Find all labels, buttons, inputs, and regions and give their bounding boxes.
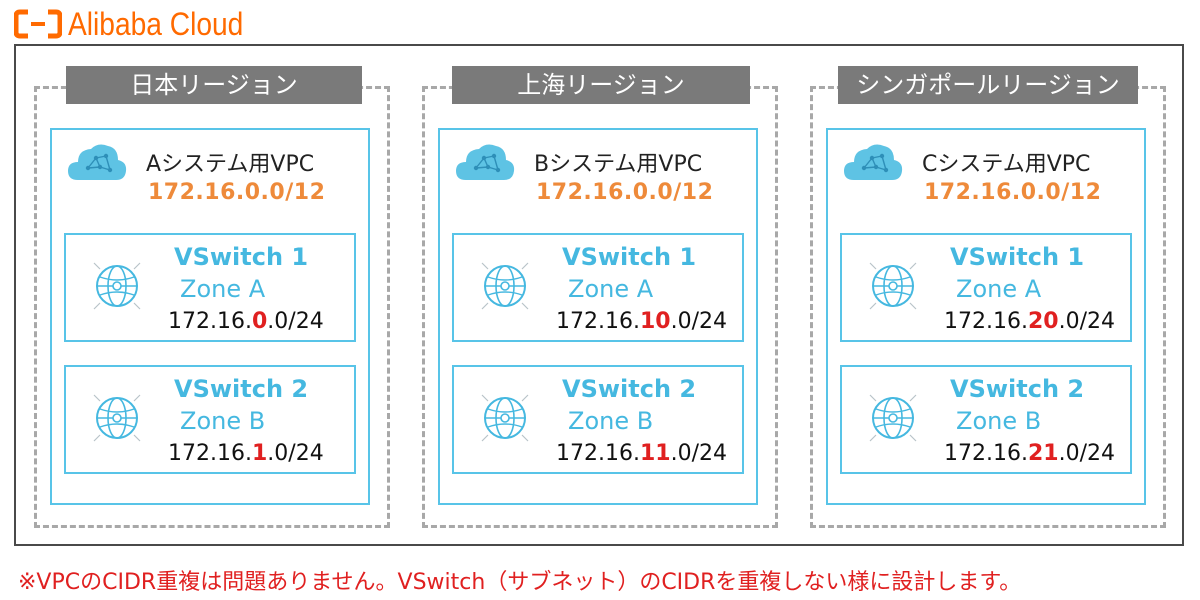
alibaba-cloud-logo: Alibaba Cloud — [14, 6, 267, 42]
cidr-suffix: .0/24 — [670, 309, 728, 334]
cidr-octet-highlight: 0 — [251, 309, 268, 334]
vpc-name: Aシステム用VPC — [146, 152, 315, 177]
footnote: ※VPCのCIDR重複は問題ありません。VSwitch（サブネット）のCIDRを… — [18, 570, 1022, 595]
vswitch-name: VSwitch 1 — [174, 243, 309, 271]
vpc-box — [50, 128, 370, 505]
cidr-octet-highlight: 10 — [639, 309, 671, 334]
vswitch-box — [64, 365, 356, 474]
region-label: シンガポールリージョン — [838, 66, 1138, 104]
globe-icon — [869, 394, 917, 442]
vpc-cidr: 172.16.0.0/12 — [148, 180, 326, 205]
cidr-octet-highlight: 1 — [251, 441, 268, 466]
vswitch-cidr: 172.16.21.0/24 — [944, 441, 1115, 466]
cidr-octet-highlight: 21 — [1027, 441, 1059, 466]
vswitch-name: VSwitch 1 — [562, 243, 697, 271]
vswitch-box — [452, 233, 744, 342]
cidr-octet-highlight: 11 — [639, 441, 671, 466]
vswitch-box — [840, 365, 1132, 474]
cloud-icon — [456, 144, 515, 180]
vswitch-zone: Zone A — [180, 275, 266, 303]
vpc-box — [438, 128, 758, 505]
vswitch-box — [840, 233, 1132, 342]
vswitch-cidr: 172.16.10.0/24 — [556, 309, 727, 334]
vswitch-zone: Zone B — [568, 407, 654, 435]
vswitch-zone: Zone A — [568, 275, 654, 303]
cidr-prefix: 172.16. — [944, 441, 1028, 466]
alibaba-logo-icon — [14, 9, 62, 39]
cidr-suffix: .0/24 — [267, 441, 324, 466]
cidr-suffix: .0/24 — [1058, 441, 1116, 466]
cidr-suffix: .0/24 — [267, 309, 324, 334]
vswitch-zone: Zone B — [956, 407, 1042, 435]
vpc-cidr: 172.16.0.0/12 — [536, 180, 714, 205]
vswitch-zone: Zone B — [180, 407, 266, 435]
globe-icon — [93, 394, 141, 442]
vswitch-name: VSwitch 2 — [950, 375, 1085, 403]
vpc-box — [826, 128, 1146, 505]
vswitch-zone: Zone A — [956, 275, 1042, 303]
diagram-frame — [14, 44, 1184, 546]
cidr-prefix: 172.16. — [556, 309, 640, 334]
vswitch-name: VSwitch 2 — [174, 375, 309, 403]
vswitch-name: VSwitch 1 — [950, 243, 1085, 271]
logo-text: Alibaba Cloud — [68, 5, 244, 42]
cidr-suffix: .0/24 — [1058, 309, 1116, 334]
cidr-prefix: 172.16. — [556, 441, 640, 466]
cidr-prefix: 172.16. — [168, 441, 252, 466]
vswitch-name: VSwitch 2 — [562, 375, 697, 403]
region-label: 日本リージョン — [66, 66, 362, 104]
vpc-name: Bシステム用VPC — [534, 152, 703, 177]
vswitch-cidr: 172.16.20.0/24 — [944, 309, 1115, 334]
vswitch-cidr: 172.16.1.0/24 — [168, 441, 324, 466]
globe-icon — [869, 262, 917, 310]
region-label: 上海リージョン — [452, 66, 750, 104]
vpc-cidr: 172.16.0.0/12 — [924, 180, 1102, 205]
globe-icon — [93, 262, 141, 310]
cidr-prefix: 172.16. — [168, 309, 252, 334]
vpc-name: Cシステム用VPC — [922, 152, 1091, 177]
globe-icon — [481, 394, 529, 442]
cidr-suffix: .0/24 — [670, 441, 728, 466]
vswitch-cidr: 172.16.0.0/24 — [168, 309, 324, 334]
cloud-icon — [844, 144, 903, 180]
vswitch-cidr: 172.16.11.0/24 — [556, 441, 727, 466]
vswitch-box — [452, 365, 744, 474]
globe-icon — [481, 262, 529, 310]
cidr-octet-highlight: 20 — [1027, 309, 1059, 334]
vswitch-box — [64, 233, 356, 342]
cloud-icon — [68, 144, 127, 180]
cidr-prefix: 172.16. — [944, 309, 1028, 334]
